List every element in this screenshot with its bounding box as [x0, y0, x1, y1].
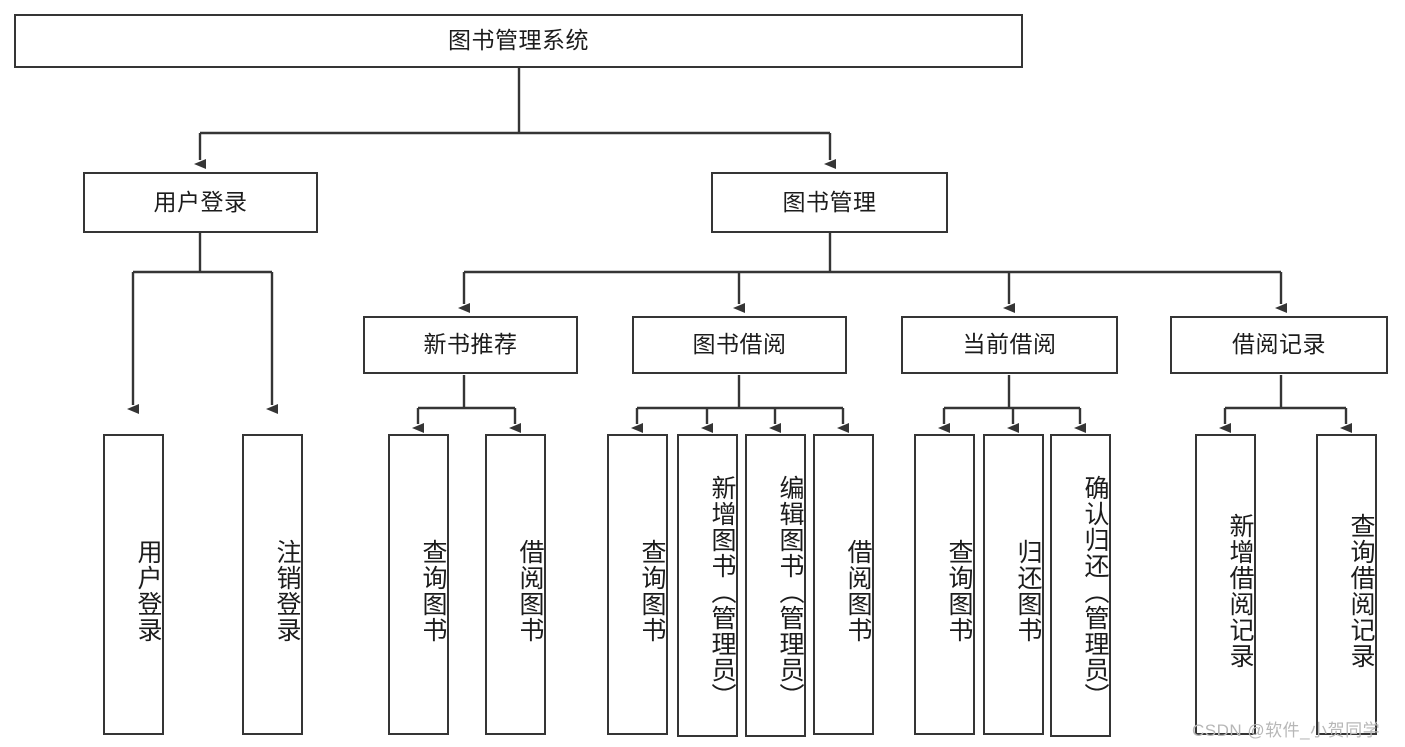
node-leaf-return-book-label: 归还图书	[1014, 538, 1042, 643]
node-leaf-query-record-label: 查询借阅记录	[1347, 512, 1375, 669]
node-current-borrow-label: 当前借阅	[962, 331, 1057, 358]
node-leaf-user-login[interactable]: 用户登录	[103, 434, 164, 735]
node-leaf-confirm-return-label: 确认归还（管理员）	[1081, 474, 1109, 709]
node-root-label: 图书管理系统	[448, 27, 589, 54]
node-leaf-query-book-1-label: 查询图书	[419, 538, 447, 643]
node-leaf-query-record[interactable]: 查询借阅记录	[1316, 434, 1377, 735]
node-borrow-record[interactable]: 借阅记录	[1170, 316, 1388, 374]
node-leaf-borrow-book-1-label: 借阅图书	[516, 538, 544, 643]
node-leaf-confirm-return[interactable]: 确认归还（管理员）	[1050, 434, 1111, 737]
node-book-manage-label: 图书管理	[782, 188, 877, 215]
node-leaf-query-book-3[interactable]: 查询图书	[914, 434, 975, 735]
node-leaf-user-login-label: 用户登录	[134, 538, 162, 643]
node-leaf-add-book-label: 新增图书（管理员）	[708, 474, 736, 709]
node-leaf-add-book[interactable]: 新增图书（管理员）	[677, 434, 738, 737]
node-user-login[interactable]: 用户登录	[83, 172, 318, 233]
node-leaf-query-book-3-label: 查询图书	[945, 538, 973, 643]
node-user-login-label: 用户登录	[153, 188, 248, 215]
node-leaf-logout-login-label: 注销登录	[273, 538, 301, 643]
node-current-borrow[interactable]: 当前借阅	[901, 316, 1118, 374]
node-book-borrow-label: 图书借阅	[692, 331, 787, 358]
watermark: CSDN @软件_小贺同学	[1192, 721, 1381, 740]
node-book-borrow[interactable]: 图书借阅	[632, 316, 847, 374]
node-leaf-add-record-label: 新增借阅记录	[1226, 512, 1254, 669]
node-leaf-borrow-book-2-label: 借阅图书	[844, 538, 872, 643]
node-leaf-edit-book[interactable]: 编辑图书（管理员）	[745, 434, 806, 737]
node-leaf-query-book-2[interactable]: 查询图书	[607, 434, 668, 735]
node-new-book-recommend-label: 新书推荐	[423, 331, 518, 358]
node-leaf-return-book[interactable]: 归还图书	[983, 434, 1044, 735]
node-leaf-borrow-book-1[interactable]: 借阅图书	[485, 434, 546, 735]
node-leaf-add-record[interactable]: 新增借阅记录	[1195, 434, 1256, 735]
node-leaf-query-book-1[interactable]: 查询图书	[388, 434, 449, 735]
node-root[interactable]: 图书管理系统	[14, 14, 1023, 68]
node-leaf-query-book-2-label: 查询图书	[638, 538, 666, 643]
node-borrow-record-label: 借阅记录	[1232, 331, 1326, 358]
node-book-manage[interactable]: 图书管理	[711, 172, 948, 233]
node-leaf-edit-book-label: 编辑图书（管理员）	[776, 474, 804, 709]
node-new-book-recommend[interactable]: 新书推荐	[363, 316, 578, 374]
node-leaf-borrow-book-2[interactable]: 借阅图书	[813, 434, 874, 735]
node-leaf-logout-login[interactable]: 注销登录	[242, 434, 303, 735]
